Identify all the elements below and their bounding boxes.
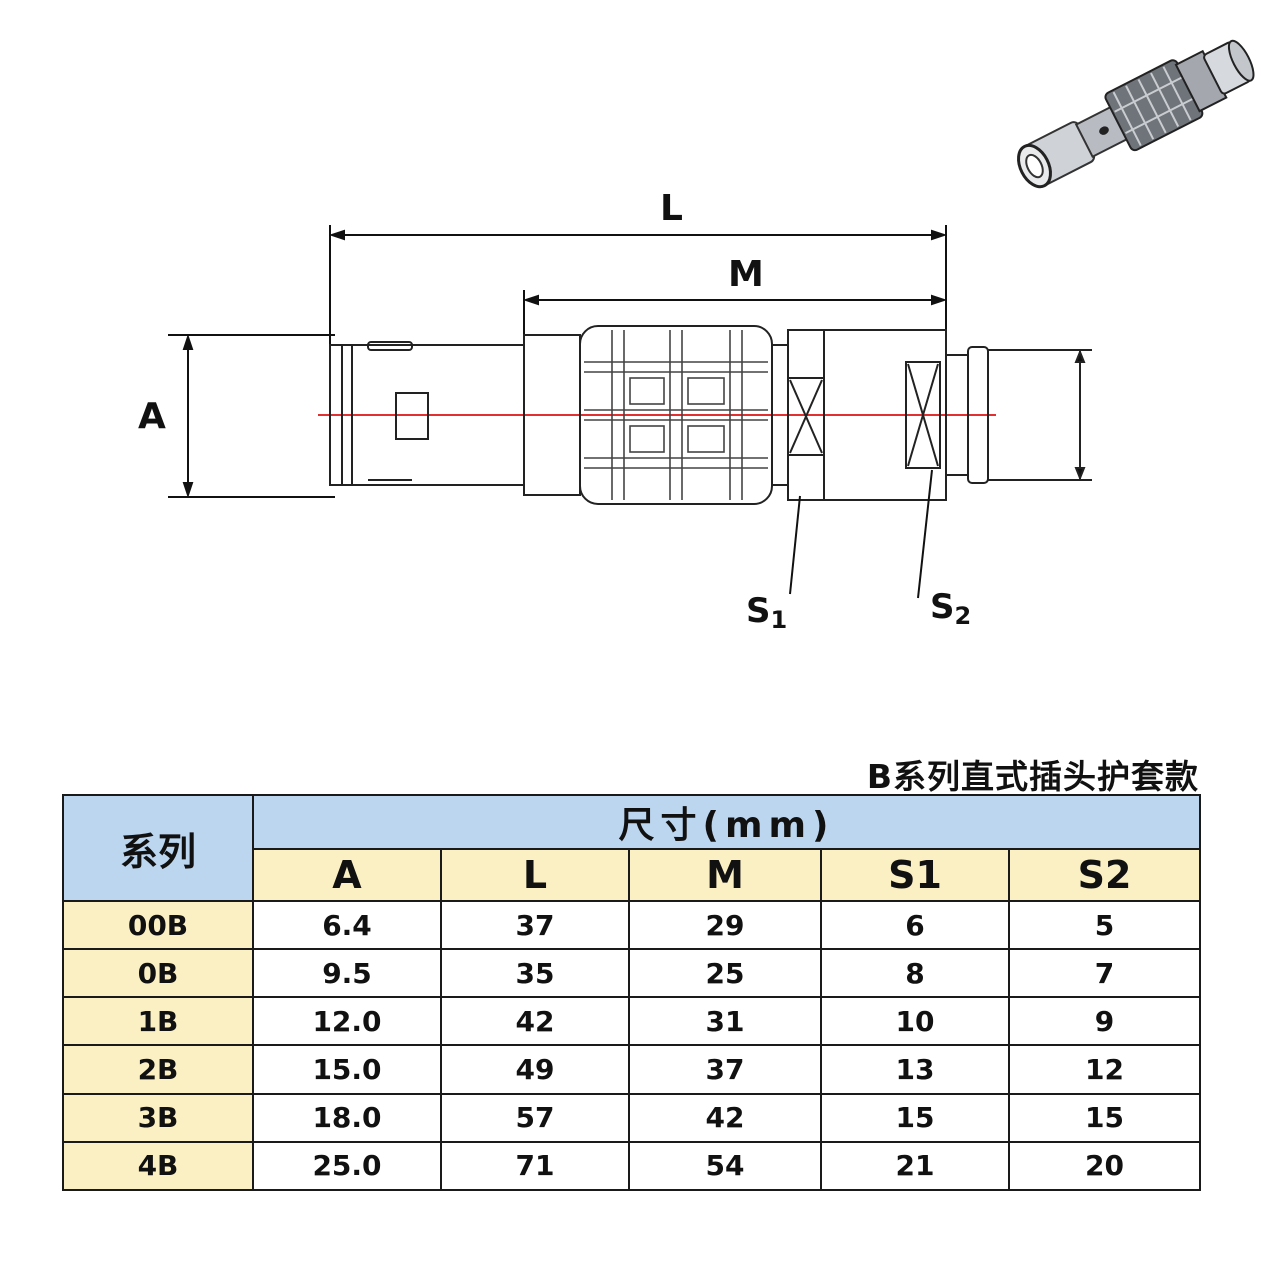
cell-l: 71 — [440, 1140, 630, 1192]
s1-label: S1 — [746, 591, 787, 634]
cell-l: 57 — [440, 1092, 630, 1143]
cell-s1: 10 — [820, 996, 1010, 1047]
column-header-l: L — [440, 848, 630, 902]
connector-outline — [329, 325, 1092, 505]
column-header-s2: S2 — [1007, 848, 1202, 902]
cell-s1: 8 — [820, 948, 1010, 999]
cell-a: 12.0 — [252, 996, 442, 1047]
cell-m: 25 — [628, 948, 822, 999]
row-series: 0B — [62, 948, 254, 999]
row-series: 3B — [62, 1092, 254, 1143]
column-header-a: A — [252, 848, 442, 902]
row-series: 1B — [62, 996, 254, 1047]
cell-s2: 5 — [1007, 899, 1202, 951]
table-row: 4B 25.0 71 54 21 20 — [62, 1140, 1202, 1192]
cell-m: 31 — [628, 996, 822, 1047]
cell-a: 15.0 — [252, 1044, 442, 1095]
dimension-m — [522, 290, 948, 335]
dimension-m-label: M — [728, 254, 764, 295]
cell-m: 54 — [628, 1140, 822, 1192]
table-row: 3B 18.0 57 42 15 15 — [62, 1092, 1202, 1143]
leader-lines — [789, 469, 933, 599]
table-row: 1B 12.0 42 31 10 9 — [62, 996, 1202, 1047]
row-series: 2B — [62, 1044, 254, 1095]
cell-m: 42 — [628, 1092, 822, 1143]
dimension-table: 系列 尺寸(mm) A L M S1 S2 00B 6.4 37 29 6 5 … — [62, 794, 1202, 1192]
cell-a: 18.0 — [252, 1092, 442, 1143]
column-header-m: M — [628, 848, 822, 902]
cell-s2: 15 — [1007, 1092, 1202, 1143]
s2-label: S2 — [930, 587, 971, 630]
cell-s1: 21 — [820, 1140, 1010, 1192]
table-row: 2B 15.0 49 37 13 12 — [62, 1044, 1202, 1095]
cell-l: 35 — [440, 948, 630, 999]
row-series: 4B — [62, 1140, 254, 1192]
connector-technical-drawing: A L M — [138, 39, 1255, 634]
connector-product-photo — [1017, 39, 1255, 189]
cell-s1: 6 — [820, 899, 1010, 951]
cell-l: 49 — [440, 1044, 630, 1095]
dimension-l-label: L — [660, 188, 683, 229]
dimension-a — [168, 333, 335, 499]
table-row: 00B 6.4 37 29 6 5 — [62, 899, 1202, 951]
cell-l: 42 — [440, 996, 630, 1047]
unit-header: 尺寸(mm) — [251, 794, 1202, 850]
dimension-l — [328, 225, 948, 345]
cell-m: 37 — [628, 1044, 822, 1095]
series-header: 系列 — [62, 794, 254, 902]
cell-s2: 20 — [1007, 1140, 1202, 1192]
cell-s2: 12 — [1007, 1044, 1202, 1095]
cell-s2: 7 — [1007, 948, 1202, 999]
table-row: 0B 9.5 35 25 8 7 — [62, 948, 1202, 999]
cell-a: 25.0 — [252, 1140, 442, 1192]
cell-a: 9.5 — [252, 948, 442, 999]
column-header-s1: S1 — [820, 848, 1010, 902]
cell-a: 6.4 — [252, 899, 442, 951]
cell-l: 37 — [440, 899, 630, 951]
cell-s1: 15 — [820, 1092, 1010, 1143]
cell-s1: 13 — [820, 1044, 1010, 1095]
cell-m: 29 — [628, 899, 822, 951]
table-title: B系列直式插头护套款 — [866, 757, 1199, 796]
dimension-a-label: A — [138, 396, 166, 437]
cell-s2: 9 — [1007, 996, 1202, 1047]
row-series: 00B — [62, 899, 254, 951]
